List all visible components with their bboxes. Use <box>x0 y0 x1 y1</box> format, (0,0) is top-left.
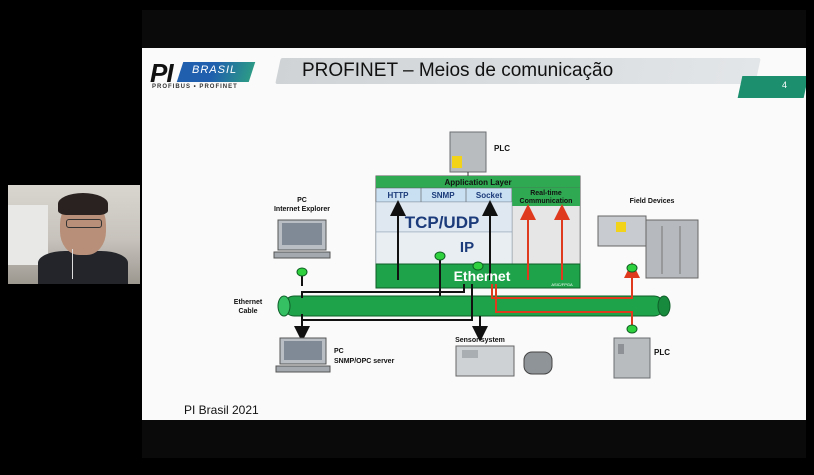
sensor-system-label: Sensor system <box>455 337 505 344</box>
ethernet-label: Ethernet <box>454 268 511 284</box>
shared-screen-top-bar <box>142 10 806 48</box>
tcp-udp-label: TCP/UDP <box>405 213 480 232</box>
webcam-person-hair <box>58 193 108 215</box>
shared-screen-bottom-bar <box>142 420 806 458</box>
pc-snmp-label-2: SNMP/OPC server <box>334 358 395 365</box>
slide-footer: PI Brasil 2021 <box>184 403 259 417</box>
slide-title: PROFINET – Meios de comunicação <box>302 60 614 81</box>
plc-bottom-icon <box>613 337 651 379</box>
connection-nodes <box>296 251 638 334</box>
plc-top-icon <box>449 131 487 178</box>
shared-slide: PI BRASIL PROFIBUS • PROFINET PROFINET –… <box>142 48 806 420</box>
logo-tagline: PROFIBUS • PROFINET <box>152 84 238 90</box>
plc-bottom-label: PLC <box>654 348 670 357</box>
snmp-label: SNMP <box>431 191 455 200</box>
http-label: HTTP <box>388 191 410 200</box>
logo-pi: PI <box>150 58 174 88</box>
tcp-arrows <box>294 200 498 342</box>
field-devices-icon <box>597 215 699 279</box>
sensor-system-icon <box>455 345 553 377</box>
application-layer-label: Application Layer <box>444 178 511 187</box>
realtime-label-line1: Real-time <box>530 190 562 197</box>
profinet-diagram: Application Layer HTTP SNMP Socket Real-… <box>234 131 699 379</box>
webcam-person-glasses <box>66 219 102 228</box>
realtime-arrows <box>491 204 640 326</box>
field-devices-label: Field Devices <box>630 198 675 205</box>
logo-brand: BRASIL <box>192 64 238 76</box>
page-number: 4 <box>782 80 788 90</box>
webcam-person-body <box>38 251 128 284</box>
webcam-earphone-cord <box>72 249 73 279</box>
pc-ie-label-1: PC <box>297 197 307 204</box>
socket-label: Socket <box>476 191 503 200</box>
ethernet-cable-label-2: Cable <box>238 308 257 315</box>
plc-top-label: PLC <box>494 144 510 153</box>
realtime-label-line2: Communication <box>520 198 573 205</box>
asic-label: ASIC/FPGA <box>551 282 573 287</box>
pc-ie-label-2: Internet Explorer <box>274 206 330 213</box>
pc-snmp-icon <box>275 337 331 373</box>
webcam-tile[interactable] <box>8 185 140 284</box>
webcam-background-shelf <box>8 205 48 265</box>
pc-ie-icon <box>273 219 331 259</box>
ip-label: IP <box>460 239 474 256</box>
pc-snmp-label-1: PC <box>334 348 344 355</box>
ethernet-cable-label-1: Ethernet <box>234 299 263 306</box>
